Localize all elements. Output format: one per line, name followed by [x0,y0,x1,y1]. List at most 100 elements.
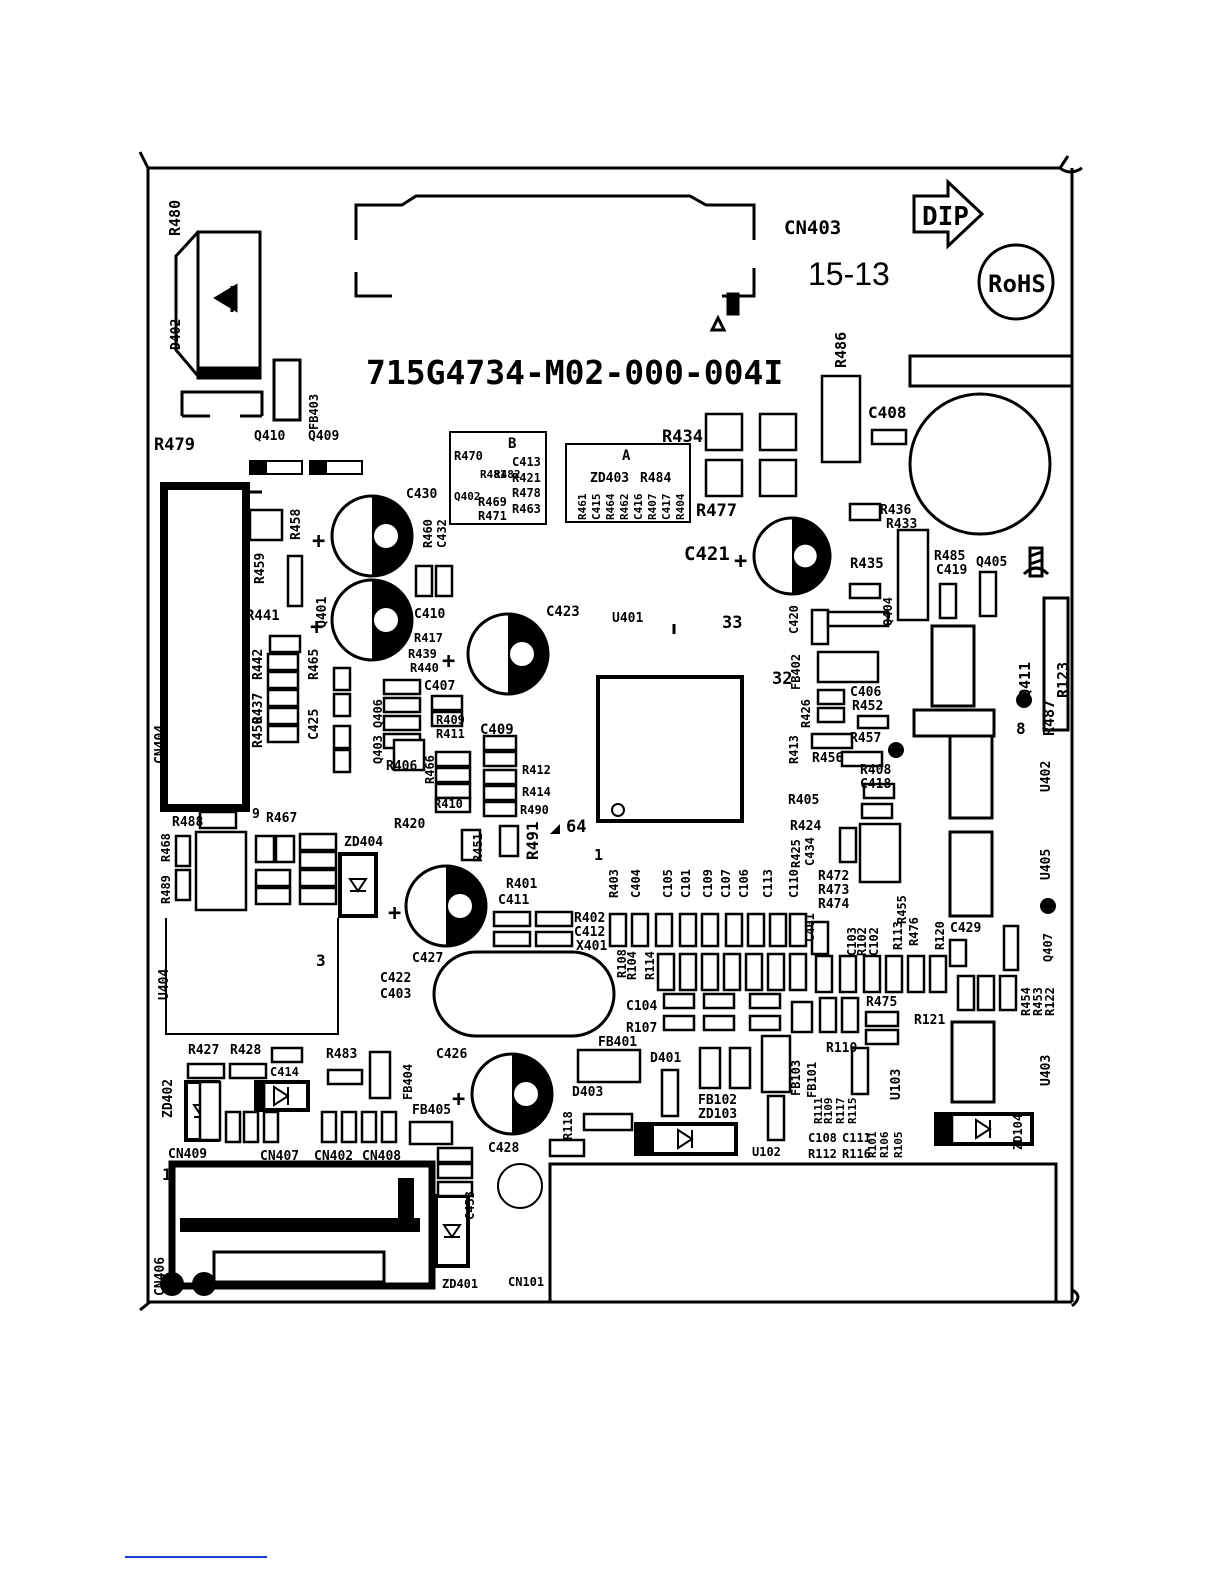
svg-text:R464: R464 [604,493,617,520]
footprint-pad [194,830,248,912]
footprint-pad [332,748,352,774]
large-capacitor-c-top-right [908,392,1052,536]
ref-r441: R441 [246,608,280,624]
ref-r479: R479 [154,435,195,455]
block-b-labels: R470 R481 R482 C413 R421 R478 R463 Q402 … [454,449,541,523]
ref-fb404: FB404 [401,1064,415,1100]
ref-q410: Q410 [254,429,285,444]
svg-text:R421: R421 [512,471,541,485]
footprint-pad [266,724,300,744]
ref-cn403: CN403 [784,217,841,239]
ref-c419: C419 [936,563,967,578]
ref-fb405: FB405 [412,1103,451,1118]
ref-q401: Q401 [315,597,330,628]
footprint-pad [254,886,292,906]
footprint-pad [298,868,338,888]
footprint-pad [434,782,472,800]
svg-text:R482: R482 [494,468,521,481]
ref-r487: R487 [1040,700,1058,736]
ref-r440: R440 [410,661,439,675]
ref-r401: R401 [506,877,537,892]
pin-number-9: 9 [252,807,260,822]
svg-text:R469: R469 [478,495,507,509]
ref-zd402: ZD402 [161,1079,176,1118]
dip-label: DIP [922,202,969,232]
ref-r402: R402 [574,911,605,926]
ref-r426: R426 [799,699,813,728]
ref-r435: R435 [850,556,884,572]
ref-r439: R439 [408,647,437,661]
footprint-pad [702,992,736,1010]
svg-text:+: + [312,529,325,554]
footprint-pad [662,992,696,1010]
ref-r123: R123 [1054,662,1072,698]
ref-c103: C103 [845,927,859,956]
svg-text:R478: R478 [512,486,541,500]
ref-c110: C110 [787,869,801,898]
ref-r116: R116 [842,1147,871,1161]
svg-text:+: + [388,901,401,926]
svg-text:R484: R484 [640,471,671,486]
footprint-pad [862,782,896,800]
footprint-pad [382,714,422,732]
part-number: 715G4734-M02-000-004I [366,353,783,392]
block-b: B [449,431,547,525]
footprint-pad [434,796,472,814]
footprint-pad [654,912,674,948]
board-code: 15-13 [808,256,890,292]
svg-text:+: + [442,649,455,674]
ref-c107: C107 [719,869,733,898]
diode-d402 [174,230,262,380]
footprint-pad [856,714,890,730]
ref-c411: C411 [498,893,529,908]
footprint-pad [864,1028,900,1046]
ref-r465: R465 [307,649,322,680]
footprint-pad [870,428,908,446]
zener-footprint-2 [934,1112,1034,1146]
electrolytic-cap-1: + [312,494,414,578]
ref-c407: C407 [424,679,455,694]
footprint-pad [434,766,472,784]
ref-r101: R101 [866,1131,879,1158]
footprint-pad [286,554,304,608]
ref-cn406: CN406 [153,1257,168,1296]
svg-text:C415: C415 [590,494,603,521]
ref-r460: R460 [421,519,435,548]
footprint-pad [840,996,860,1034]
footprint-pad [1002,924,1020,972]
footprint-pad [576,1048,642,1084]
electrolytic-cap-3: + [442,612,550,696]
ref-cn101: CN101 [508,1275,544,1289]
svg-text:+: + [452,1087,465,1112]
ref-r405: R405 [788,793,819,808]
ref-q411: Q411 [1016,662,1034,698]
footprint-pad [998,974,1018,1012]
right-side-ics [912,596,1070,1104]
footprint-pad [492,910,532,928]
footprint-pad [254,868,292,888]
ref-r114: R114 [643,951,657,980]
ref-r105: R105 [892,1132,905,1159]
footprint-pad [978,570,998,618]
footprint-pad [368,1050,392,1100]
ref-c423: C423 [546,604,580,620]
svg-text:ZD403: ZD403 [590,471,629,486]
footprint-pad [818,996,838,1034]
ref-cn407: CN407 [260,1149,299,1164]
ref-r437: R437 [251,693,266,724]
footprint-pad [266,688,300,708]
block-a-title: A [622,448,631,464]
bottom-connectors [160,1160,436,1296]
ref-r488: R488 [172,815,203,830]
footprint-pad [498,824,520,858]
ref-r458: R458 [289,509,304,540]
footprint-pad [662,1014,696,1032]
ref-c414: C414 [270,1065,299,1079]
footprint-pad [702,1014,736,1032]
footprint-pad [956,974,976,1012]
ref-zd103: ZD103 [698,1107,737,1122]
small-footprints-top-left [249,460,363,475]
footprint-pad [864,1010,900,1028]
ref-c109: C109 [701,869,715,898]
footprint-pad [630,912,650,948]
